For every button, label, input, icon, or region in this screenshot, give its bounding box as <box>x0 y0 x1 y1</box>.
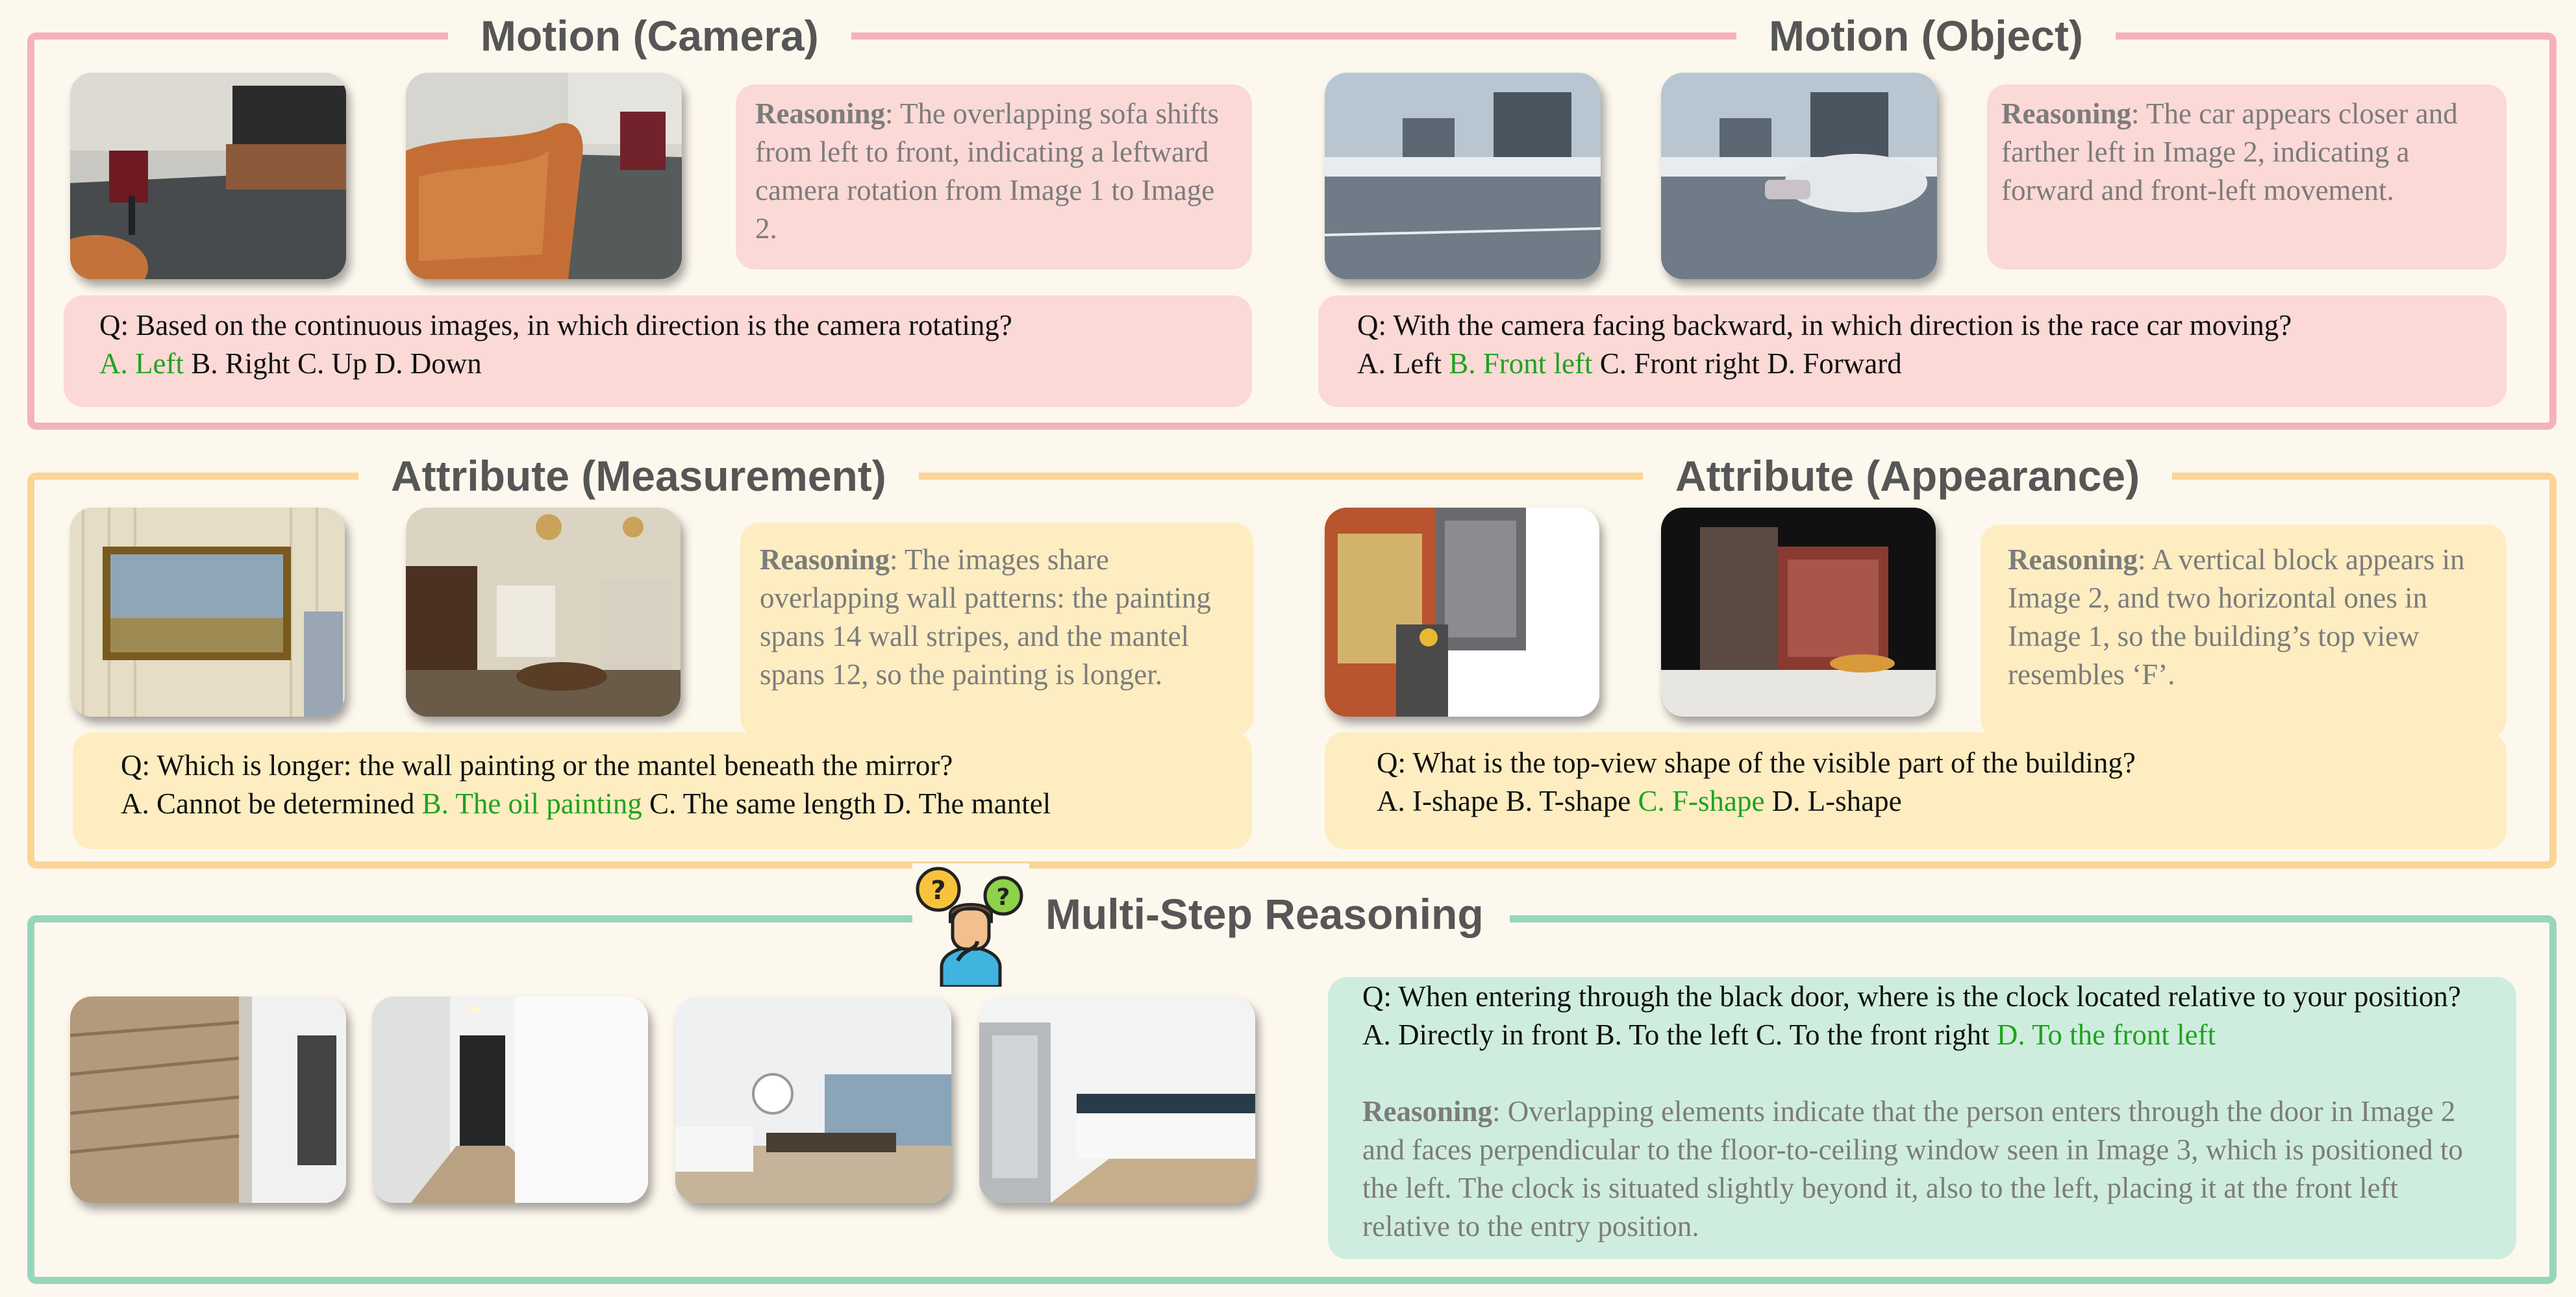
attribute-measurement-title: Attribute (Measurement) <box>358 454 919 497</box>
camera-reasoning: Reasoning: The overlapping sofa shifts f… <box>755 97 1219 245</box>
camera-question: Q: Based on the continuous images, in wh… <box>99 309 1012 380</box>
multistep-image-3 <box>675 996 951 1203</box>
object-question: Q: With the camera facing backward, in w… <box>1357 309 2292 380</box>
appearance-question-box <box>1325 732 2507 849</box>
appearance-question: Q: What is the top-view shape of the vis… <box>1377 747 2136 817</box>
measurement-question: Q: Which is longer: the wall painting or… <box>121 749 1051 820</box>
thinking-person-icon: ? ? <box>912 863 1029 989</box>
measurement-image-1 <box>70 508 345 717</box>
multistep-image-2 <box>372 996 648 1203</box>
appearance-reasoning: Reasoning: A vertical block appears in I… <box>2008 543 2465 691</box>
attribute-panel <box>27 473 2557 869</box>
multistep-title: Multi-Step Reasoning <box>1019 893 1510 935</box>
object-image-1 <box>1325 73 1601 279</box>
object-question-box <box>1318 295 2507 407</box>
multistep-reasoning: Reasoning: Overlapping elements indicate… <box>1362 1095 2463 1242</box>
object-image-2 <box>1661 73 1937 279</box>
camera-image-1 <box>70 73 346 279</box>
measurement-image-2 <box>406 508 681 717</box>
multistep-image-4 <box>979 996 1255 1203</box>
svg-text:?: ? <box>931 876 945 906</box>
appearance-image-2 <box>1661 508 1936 717</box>
motion-camera-title: Motion (Camera) <box>448 14 851 57</box>
appearance-image-1 <box>1325 508 1599 717</box>
camera-question-box <box>64 295 1252 407</box>
multistep-qa-box <box>1328 977 2516 1259</box>
motion-object-title: Motion (Object) <box>1736 14 2116 57</box>
attribute-appearance-title: Attribute (Appearance) <box>1643 454 2173 497</box>
appearance-reasoning-box <box>1981 525 2507 739</box>
camera-reasoning-box <box>736 84 1252 269</box>
measurement-reasoning-box <box>740 523 1253 737</box>
measurement-question-box <box>73 732 1252 849</box>
object-reasoning-box <box>1987 84 2507 269</box>
svg-text:?: ? <box>997 884 1010 911</box>
motion-panel <box>27 32 2557 430</box>
object-reasoning: Reasoning: The car appears closer and fa… <box>2001 97 2458 206</box>
camera-image-2 <box>406 73 682 279</box>
measurement-reasoning: Reasoning: The images share overlapping … <box>760 543 1211 691</box>
multistep-image-1 <box>70 996 346 1203</box>
multistep-question: Q: When entering through the black door,… <box>1362 980 2461 1051</box>
